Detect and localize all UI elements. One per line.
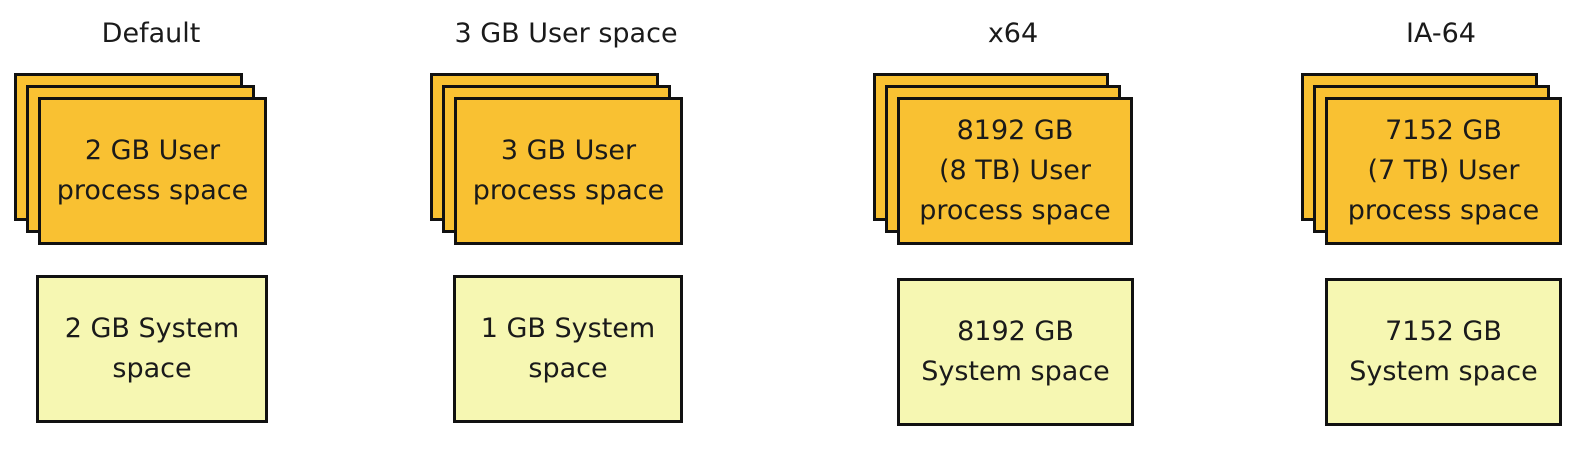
column-title: IA-64 [1406,18,1476,49]
system-space-label: 2 GB System space [64,313,240,384]
system-space-label: 1 GB System space [480,313,656,384]
system-space-box: 8192 GB System space [897,278,1134,426]
user-process-space-label: 3 GB User process space [472,135,665,206]
system-space-label: 7152 GB System space [1349,316,1538,387]
column-ia64: IA-64 7152 GB (7 TB) User process space … [1301,0,1562,450]
column-title: x64 [987,18,1039,49]
user-process-space-box: 7152 GB (7 TB) User process space [1325,97,1562,245]
user-process-space-box: 2 GB User process space [38,97,267,245]
system-space-label: 8192 GB System space [921,316,1110,387]
user-process-space-box: 8192 GB (8 TB) User process space [897,97,1133,245]
column-default: Default 2 GB User process space 2 GB Sys… [14,0,268,450]
user-process-space-box: 3 GB User process space [454,97,683,245]
user-process-space-label: 8192 GB (8 TB) User process space [919,115,1111,226]
system-space-box: 2 GB System space [36,275,268,423]
column-title: Default [101,18,201,49]
system-space-box: 1 GB System space [453,275,683,423]
system-space-box: 7152 GB System space [1325,278,1562,426]
user-process-space-label: 2 GB User process space [56,135,249,206]
user-process-space-label: 7152 GB (7 TB) User process space [1347,115,1540,226]
column-3gb-user-space: 3 GB User space 3 GB User process space … [430,0,683,450]
column-title: 3 GB User space [454,18,678,49]
column-x64: x64 8192 GB (8 TB) User process space 81… [873,0,1134,450]
